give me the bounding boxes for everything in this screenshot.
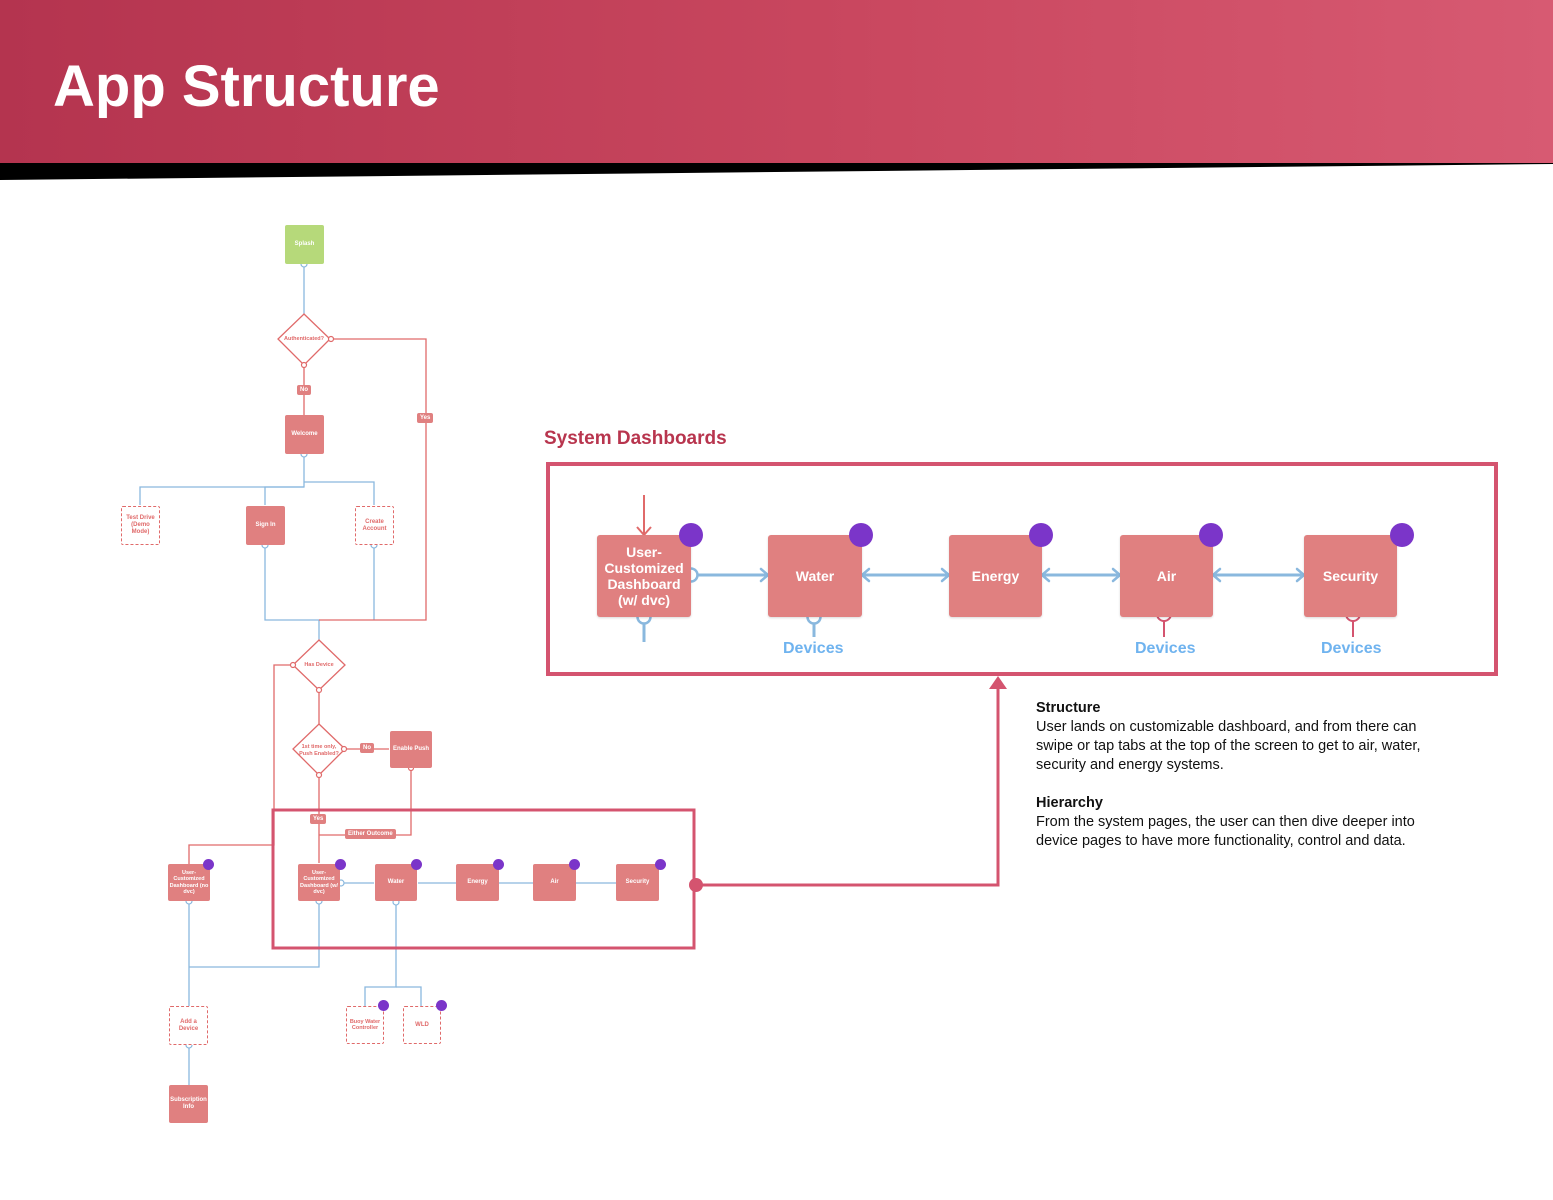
wld-node: WLD [403, 1006, 441, 1044]
structure-heading: Structure [1036, 700, 1101, 716]
device-indicator-dot [493, 859, 504, 870]
subscription-info-node: Subscription Info [169, 1085, 208, 1123]
device-indicator-dot [1390, 523, 1414, 547]
buoy-water-controller-node: Buoy Water Controller [346, 1006, 384, 1044]
has-device-decision: Has Device [304, 662, 334, 668]
device-indicator-dot [411, 859, 422, 870]
system-dashboard-node: User-Customized Dashboard (w/ dvc) [597, 535, 691, 617]
yes-label-push: Yes [310, 814, 327, 824]
page-title: App Structure [53, 54, 440, 119]
device-indicator-dot [335, 859, 346, 870]
device-indicator-dot [436, 1000, 447, 1011]
device-indicator-dot [378, 1000, 389, 1011]
header-banner [0, 0, 1553, 163]
system-air-node: Air [1120, 535, 1213, 617]
security-node: Security [616, 864, 659, 901]
energy-node: Energy [456, 864, 499, 901]
device-indicator-dot [849, 523, 873, 547]
no-label: No [297, 385, 311, 395]
device-indicator-dot [679, 523, 703, 547]
device-indicator-dot [655, 859, 666, 870]
structure-text: User lands on customizable dashboard, an… [1036, 719, 1421, 773]
water-node: Water [375, 864, 417, 901]
splash-node: Splash [285, 225, 324, 264]
device-indicator-dot [1199, 523, 1223, 547]
add-device-node: Add a Device [169, 1006, 208, 1045]
device-indicator-dot [203, 859, 214, 870]
yes-label: Yes [417, 413, 434, 423]
air-node: Air [533, 864, 576, 901]
dashboard-with-device-node: User-Customized Dashboard (w/ dvc) [298, 864, 340, 901]
description-panel: Structure User lands on customizable das… [1036, 699, 1436, 870]
welcome-node: Welcome [285, 415, 324, 454]
system-energy-node: Energy [949, 535, 1042, 617]
devices-label-air: Devices [1135, 640, 1196, 657]
sign-in-node: Sign In [246, 506, 285, 545]
device-indicator-dot [569, 859, 580, 870]
create-account-node: Create Account [355, 506, 394, 545]
dashboard-no-device-node: User-Customized Dashboard (no dvc) [168, 864, 210, 901]
system-security-node: Security [1304, 535, 1397, 617]
either-outcome-label: Either Outcome [345, 829, 396, 839]
system-water-node: Water [768, 535, 862, 617]
devices-label-water: Devices [783, 640, 844, 657]
hierarchy-text: From the system pages, the user can then… [1036, 814, 1415, 849]
no-label-push: No [360, 743, 374, 753]
test-drive-node: Test Drive (Demo Mode) [121, 506, 160, 545]
system-dashboards-title: System Dashboards [544, 428, 727, 449]
device-indicator-dot [1029, 523, 1053, 547]
hierarchy-heading: Hierarchy [1036, 795, 1103, 811]
devices-label-security: Devices [1321, 640, 1382, 657]
push-enabled-decision: 1st time only, Push Enabled? [299, 744, 339, 757]
header-shadow-band [0, 163, 1553, 180]
enable-push-node: Enable Push [390, 731, 432, 768]
authenticated-decision: Authenticated? [283, 336, 325, 342]
